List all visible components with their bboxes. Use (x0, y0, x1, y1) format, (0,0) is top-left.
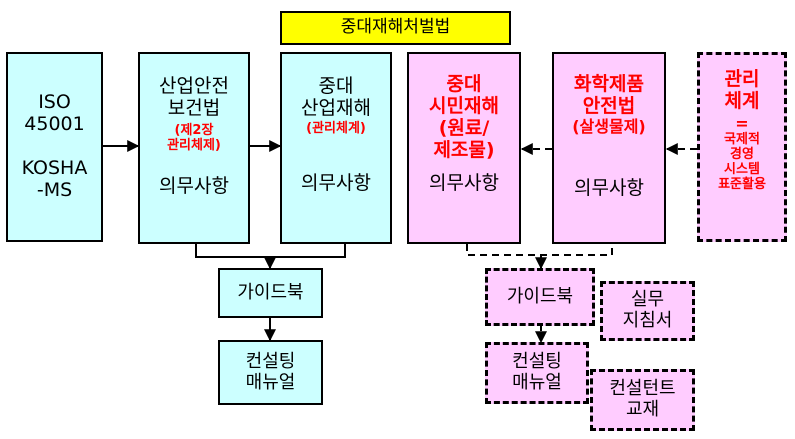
silmu-line1: 실무 (630, 289, 665, 311)
sanan-line2: 보건법 (167, 96, 221, 119)
hwahak-line3: (살생물제) (572, 116, 646, 136)
jungdae-sanup-sub: (관리체계) (306, 120, 366, 136)
jungdae-simin-box: 중대 시민재해 (원료/ 제조물) 의무사항 (407, 52, 521, 244)
sanan-line1: 산업안전 (159, 75, 229, 97)
right-consulting-line1: 컨설팅 (512, 351, 562, 373)
jungdae-sanup-line1: 중대 (318, 75, 354, 97)
jungdae-sanup-box: 중대 산업재해 (관리체계) 의무사항 (280, 52, 392, 244)
left-consulting-line2: 매뉴얼 (245, 371, 296, 393)
consultant-line2: 교재 (625, 399, 660, 420)
kosha-label: KOSHA (21, 157, 88, 179)
consultant-line1: 컨설턴트 (609, 378, 676, 400)
right-guidebook-label: 가이드북 (506, 285, 574, 307)
hwahak-box: 화학제품 안전법 (살생물제) 의무사항 (552, 52, 666, 244)
gwanri-s3: 시스템 (724, 161, 760, 177)
kosha-ms-label: -MS (36, 178, 73, 201)
right-consulting-line2: 매뉴얼 (512, 372, 562, 393)
right-guidebook-box: 가이드북 (485, 268, 595, 326)
left-guidebook-label: 가이드북 (237, 281, 304, 303)
sanan-box: 산업안전 보건법 (제2장 관리체제) 의무사항 (138, 52, 250, 244)
right-consulting-manual-box: 컨설팅 매뉴얼 (485, 342, 589, 404)
consultant-textbook-box: 컨설턴트 교재 (590, 369, 695, 431)
sanan-duty: 의무사항 (159, 174, 229, 197)
gwanri-equals: = (735, 113, 749, 133)
gwanri-box: 관리 체계 = 국제적 경영 시스템 표준활용 (697, 52, 787, 242)
sanan-sub2: 관리체제) (167, 137, 221, 153)
hwahak-line2: 안전법 (582, 94, 636, 117)
jungdae-simin-line3: (원료/ (438, 116, 490, 139)
arrow-to-right-guidebook (466, 244, 613, 256)
jungdae-simin-line2: 시민재해 (429, 94, 499, 117)
jungdae-simin-line1: 중대 (446, 73, 482, 95)
gwanri-s2: 경영 (730, 147, 754, 163)
jungdae-sanup-duty: 의무사항 (301, 171, 371, 194)
jungdae-simin-line4: 제조물) (433, 138, 495, 161)
hwahak-line1: 화학제품 (574, 73, 644, 95)
left-consulting-line1: 컨설팅 (245, 350, 296, 372)
iso-kosha-box: ISO 45001 KOSHA -MS (6, 52, 103, 242)
title-label: 중대재해처벌법 (340, 17, 451, 38)
gwanri-line2: 체계 (724, 89, 760, 112)
sanan-sub1: (제2장 (174, 122, 214, 138)
hwahak-duty: 의무사항 (574, 177, 644, 200)
title-box: 중대재해처벌법 (280, 11, 511, 45)
gwanri-s4: 표준활용 (718, 176, 766, 192)
left-guidebook-box: 가이드북 (218, 268, 323, 318)
jungdae-simin-duty: 의무사항 (429, 172, 499, 195)
jungdae-sanup-line2: 산업재해 (301, 96, 371, 119)
silmu-box: 실무 지침서 (600, 281, 695, 341)
arrow-to-left-guidebook (195, 244, 346, 258)
left-consulting-manual-box: 컨설팅 매뉴얼 (218, 340, 323, 405)
iso-number-label: 45001 (24, 113, 85, 136)
silmu-line2: 지침서 (622, 310, 673, 331)
iso-label: ISO (38, 91, 71, 114)
gwanri-line1: 관리 (724, 68, 760, 90)
gwanri-s1: 국제적 (724, 132, 760, 148)
